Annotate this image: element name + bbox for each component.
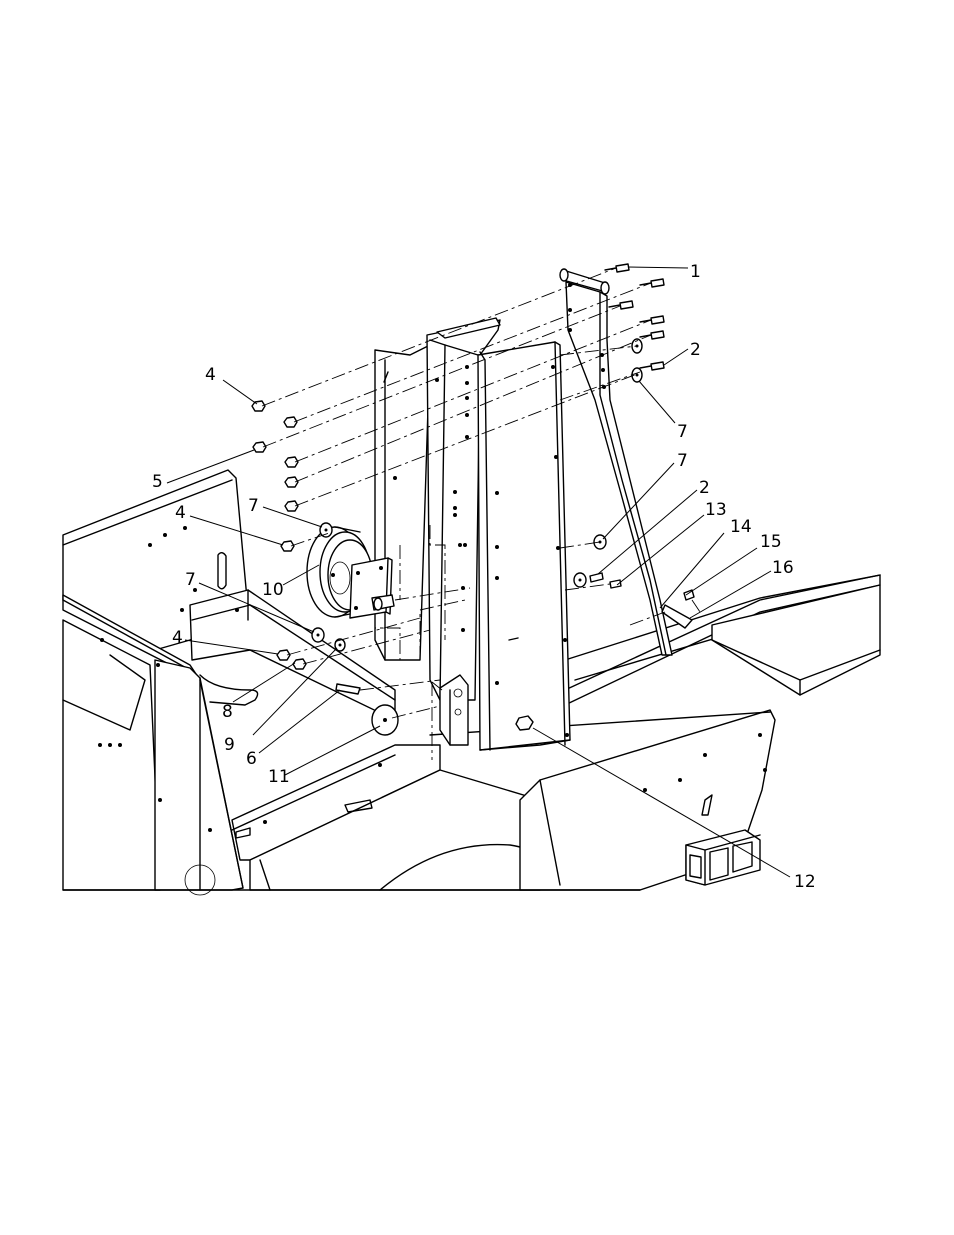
callout-7: 7 — [677, 422, 688, 442]
callout-7: 7 — [248, 496, 259, 516]
callout-7: 7 — [677, 451, 688, 471]
callout-10: 10 — [262, 580, 284, 600]
callout-6: 6 — [246, 749, 257, 769]
callout-7: 7 — [185, 570, 196, 590]
callout-1: 1 — [690, 262, 701, 282]
callout-11: 11 — [268, 767, 290, 787]
callout-2: 2 — [699, 478, 710, 498]
bolt — [609, 301, 633, 309]
callout-9: 9 — [224, 735, 235, 755]
handle-arm — [560, 269, 694, 655]
callout-4: 4 — [172, 628, 183, 648]
callout-8: 8 — [222, 702, 233, 722]
callout-13: 13 — [705, 500, 727, 520]
callout-4: 4 — [205, 365, 216, 385]
callout-4: 4 — [175, 503, 186, 523]
callout-14: 14 — [730, 517, 752, 537]
upright-column — [375, 318, 570, 750]
callout-5: 5 — [152, 472, 163, 492]
callout-12: 12 — [794, 872, 816, 892]
callout-15: 15 — [760, 532, 782, 552]
callout-16: 16 — [772, 558, 794, 578]
bolt — [610, 580, 621, 588]
bolt — [590, 573, 603, 582]
bolt — [640, 362, 664, 370]
bolt — [605, 264, 629, 272]
callout-2: 2 — [690, 340, 701, 360]
